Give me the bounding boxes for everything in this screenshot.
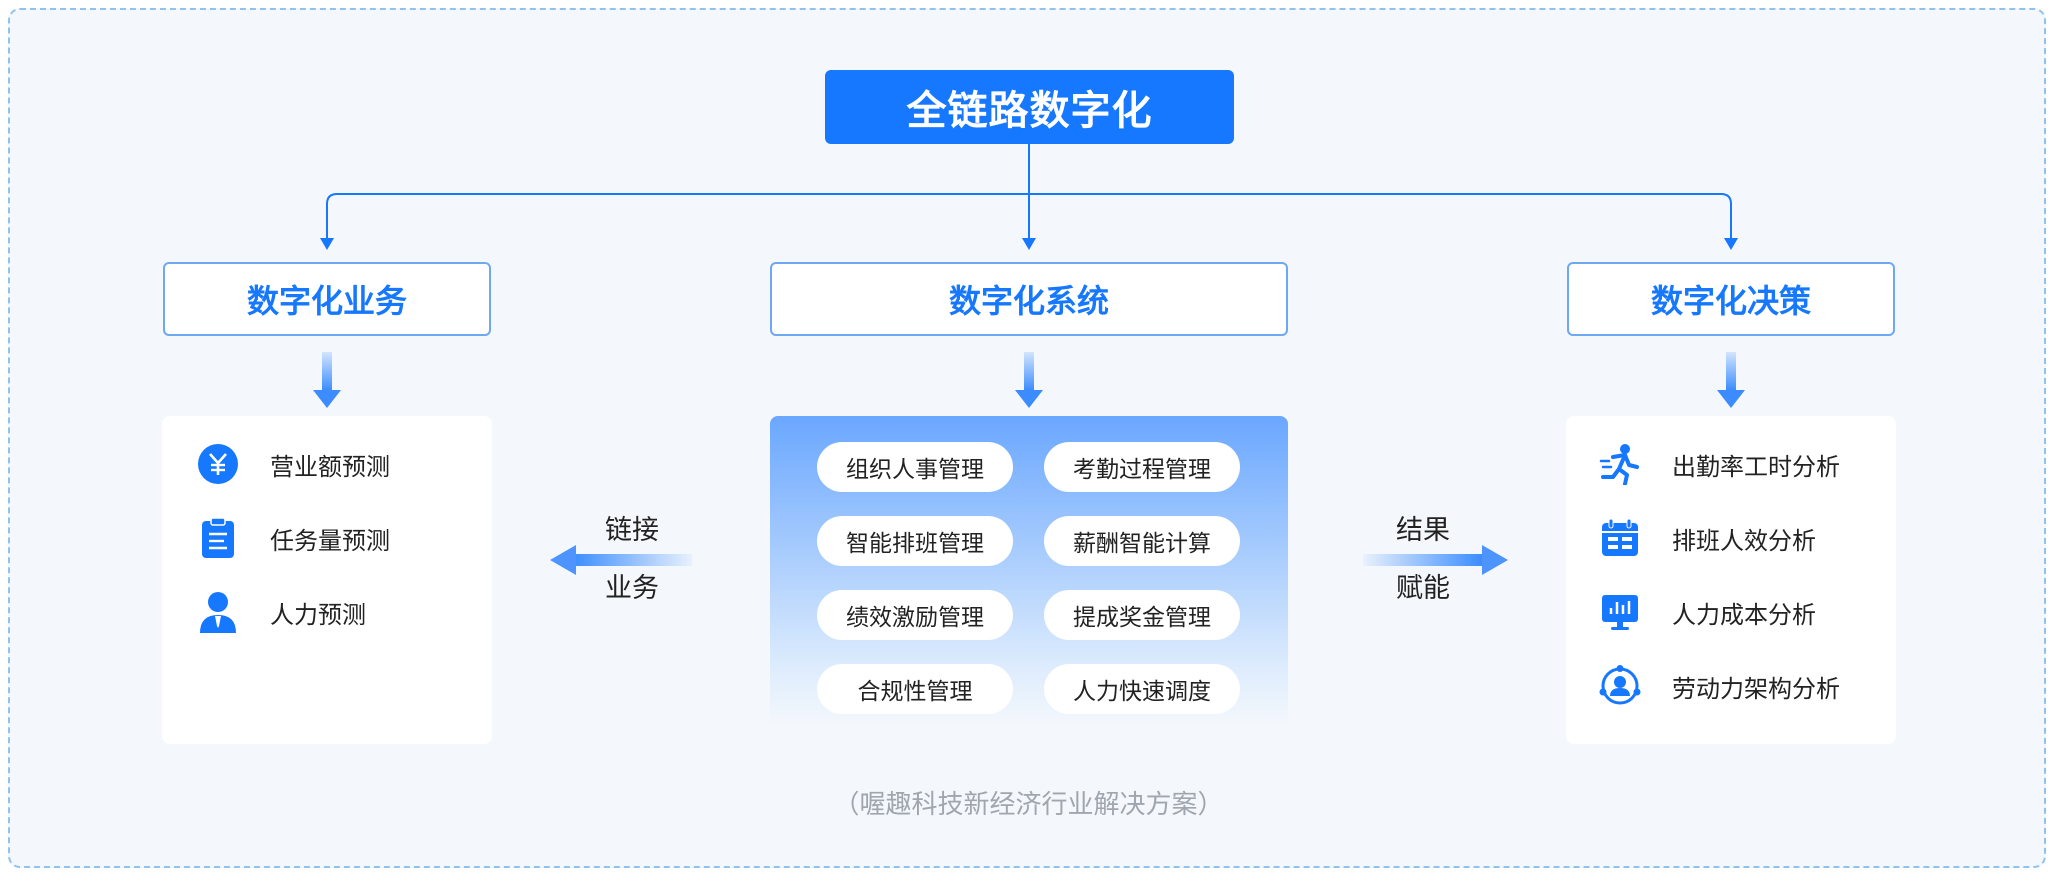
list-item: 劳动力架构分析 <box>1598 662 1840 710</box>
list-item: 人力预测 <box>196 588 366 636</box>
list-item: 营业额预测 <box>196 440 390 488</box>
list-item-label: 出勤率工时分析 <box>1672 452 1840 481</box>
left-connector-label-top: 链接 <box>605 515 659 546</box>
module-pill: 考勤过程管理 <box>1044 442 1240 492</box>
left-arrow-link-business <box>550 545 692 575</box>
down-arrow-system <box>1015 352 1043 408</box>
root-node: 全链路数字化 <box>825 70 1234 144</box>
list-item-label: 劳动力架构分析 <box>1672 674 1840 703</box>
module-pill: 人力快速调度 <box>1044 664 1240 714</box>
org-structure-icon <box>1598 664 1642 708</box>
business-card: 营业额预测 任务量预测 人力预测 <box>162 416 492 744</box>
branch-business: 数字化业务 <box>163 262 491 336</box>
module-pill: 合规性管理 <box>817 664 1013 714</box>
list-item-label: 任务量预测 <box>270 526 390 555</box>
list-item: 任务量预测 <box>196 514 390 562</box>
clipboard-icon <box>196 516 240 560</box>
running-person-icon <box>1598 442 1642 486</box>
branch-decision: 数字化决策 <box>1567 262 1895 336</box>
tree-arrowheads <box>320 238 1738 250</box>
person-icon <box>196 590 240 634</box>
footer-caption: （喔趣科技新经济行业解决方案） <box>833 790 1224 820</box>
list-item: 排班人效分析 <box>1598 514 1816 562</box>
left-connector-label-bottom: 业务 <box>605 573 659 604</box>
module-pill: 薪酬智能计算 <box>1044 516 1240 566</box>
list-item: 出勤率工时分析 <box>1598 440 1840 488</box>
module-pill: 智能排班管理 <box>817 516 1013 566</box>
down-arrow-decision <box>1717 352 1745 408</box>
tree-connector <box>326 144 1732 240</box>
right-connector-label-top: 结果 <box>1396 515 1450 546</box>
yen-icon <box>196 442 240 486</box>
list-item-label: 营业额预测 <box>270 452 390 481</box>
right-connector-label-bottom: 赋能 <box>1396 573 1450 604</box>
module-pill: 提成奖金管理 <box>1044 590 1240 640</box>
decision-card: 出勤率工时分析 排班人效分析 <box>1566 416 1896 744</box>
branch-system: 数字化系统 <box>770 262 1288 336</box>
right-arrow-result-empower <box>1363 545 1508 575</box>
down-arrow-business <box>313 352 341 408</box>
calendar-icon <box>1598 516 1642 560</box>
list-item-label: 排班人效分析 <box>1672 526 1816 555</box>
system-modules-panel: 组织人事管理 考勤过程管理 智能排班管理 薪酬智能计算 绩效激励管理 提成奖金管… <box>770 416 1288 726</box>
list-item-label: 人力成本分析 <box>1672 600 1816 629</box>
list-item-label: 人力预测 <box>270 600 366 629</box>
list-item: 人力成本分析 <box>1598 588 1816 636</box>
monitor-chart-icon <box>1598 590 1642 634</box>
module-pill: 绩效激励管理 <box>817 590 1013 640</box>
module-pill: 组织人事管理 <box>817 442 1013 492</box>
